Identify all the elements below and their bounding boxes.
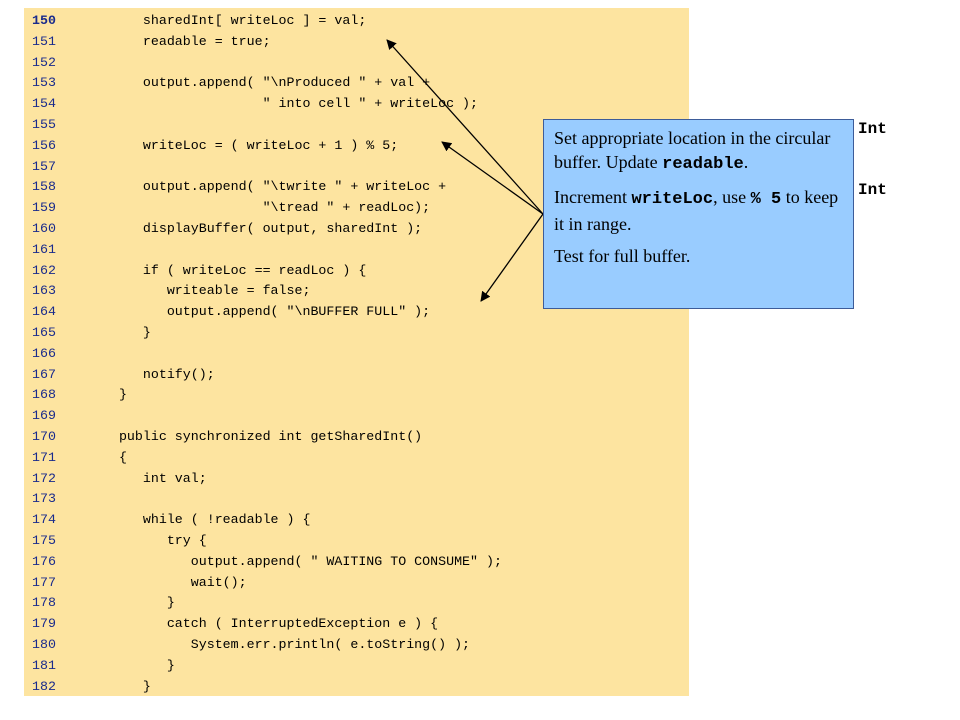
code-text: writeLoc = ( writeLoc + 1 ) % 5; [95,137,399,153]
line-number: 159 [32,200,56,216]
line-number: 180 [32,637,56,652]
code-text: { [95,449,127,465]
line-number: 172 [32,470,56,486]
line-number: 164 [32,304,56,320]
code-text: output.append( "\twrite " + writeLoc + [95,179,447,195]
line-number: 165 [32,325,56,340]
line-number: 170 [32,429,56,444]
line-number: 177 [32,574,56,590]
code-text: if ( writeLoc == readLoc ) { [95,262,367,278]
line-number: 158 [32,179,56,195]
code-text: } [95,657,175,673]
code-text: readable = true; [95,33,271,49]
line-number: 176 [32,553,56,569]
code-text: " into cell " + writeLoc ); [95,96,479,112]
code-text: displayBuffer( output, sharedInt ); [95,221,423,236]
code-text: wait(); [95,574,247,590]
line-number: 153 [32,75,56,91]
line-number: 157 [32,158,56,174]
line-number: 161 [32,241,56,257]
line-number: 162 [32,262,56,278]
callout-paragraph-2: Increment writeLoc, use % 5 to keep it i… [554,187,839,234]
code-text: System.err.println( e.toString() ); [95,637,471,652]
callout-paragraph-1: Set appropriate location in the circular… [554,128,831,174]
code-text: "\tread " + readLoc); [95,200,431,216]
line-number: 163 [32,283,56,299]
callout-paragraph-3: Test for full buffer. [554,246,691,266]
line-number: 174 [32,512,56,528]
line-number: 179 [32,616,56,632]
line-number: 182 [32,678,56,694]
line-number: 173 [32,491,56,507]
line-number: 155 [32,117,56,132]
code-text: output.append( " WAITING TO CONSUME" ); [95,553,502,569]
line-number: 152 [32,54,56,70]
code-text: } [95,325,151,340]
line-number: 166 [32,345,56,361]
annotation-callout: Set appropriate location in the circular… [543,119,854,309]
code-text: output.append( "\nBUFFER FULL" ); [95,304,431,320]
code-text: } [95,595,175,611]
line-number: 169 [32,408,56,424]
code-text: output.append( "\nProduced " + val + [95,75,431,91]
side-label-int-2: Int [858,181,887,199]
line-number: 156 [32,137,56,153]
code-text: catch ( InterruptedException e ) { [95,616,439,632]
code-text: public synchronized int getSharedInt() [95,429,423,444]
line-number: 167 [32,366,56,382]
code-text: while ( !readable ) { [95,512,311,528]
line-number: 175 [32,533,56,548]
code-text: } [95,387,127,403]
line-number: 151 [32,33,56,49]
line-number: 150 [32,13,56,28]
code-text: int val; [95,470,207,486]
code-listing: 150 sharedInt[ writeLoc ] = val; 151 read… [24,8,689,696]
line-number: 160 [32,221,56,236]
line-number: 181 [32,657,56,673]
line-number: 178 [32,595,56,611]
line-number: 171 [32,449,56,465]
code-text: } [95,678,151,694]
code-text: try { [95,533,207,548]
line-number: 154 [32,96,56,112]
code-text: writeable = false; [95,283,311,299]
side-label-int-1: Int [858,120,887,138]
code-text: sharedInt[ writeLoc ] = val; [95,13,367,28]
code-text: notify(); [95,366,215,382]
line-number: 168 [32,387,56,403]
